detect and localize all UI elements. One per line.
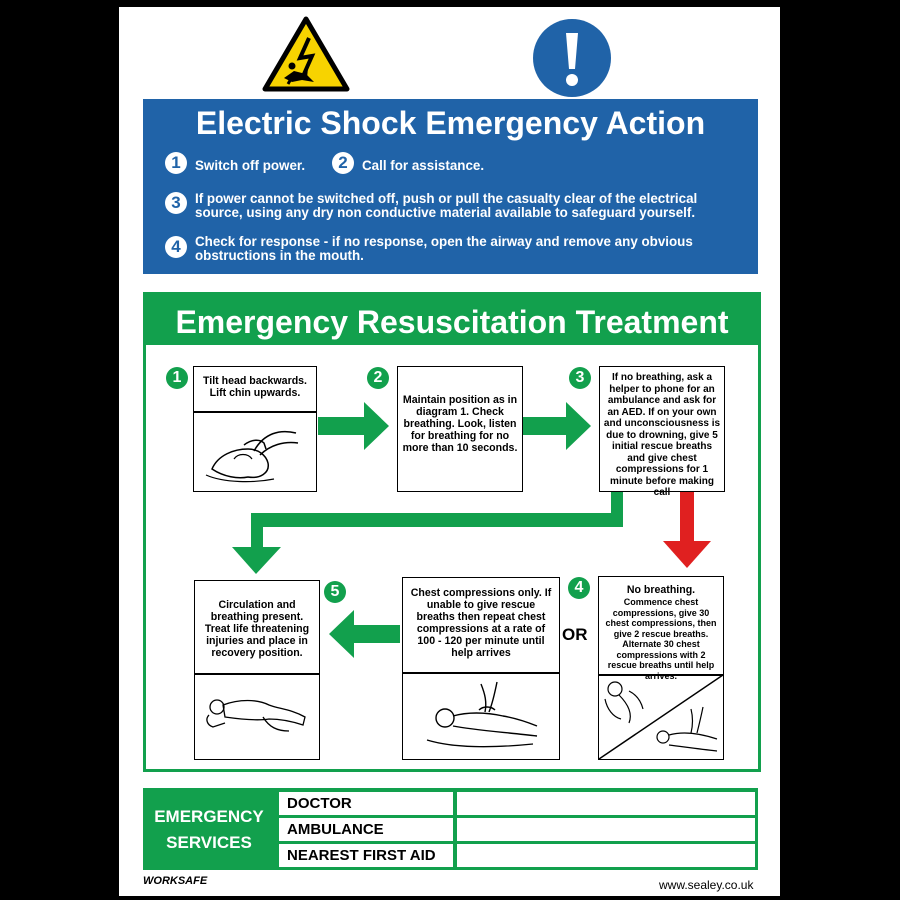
doctor-label: DOCTOR	[279, 792, 453, 815]
arrow-1-to-2-icon	[318, 402, 389, 450]
arrow-down-to-5-icon	[232, 547, 281, 574]
head-tilt-illustration-icon	[205, 430, 299, 483]
emergency-services-label: EMERGENCY SERVICES	[143, 804, 275, 856]
resus-step-4-number: 4	[568, 577, 590, 599]
compressions-only-text: Chest compressions only. If unable to gi…	[410, 587, 552, 659]
resus-step-5-number: 5	[324, 581, 346, 603]
resus-step-5-text: Circulation and breathing present. Treat…	[204, 599, 310, 659]
resus-step-2-box: Maintain position as in diagram 1. Check…	[397, 366, 523, 492]
resus-step-3-text: If no breathing, ask a helper to phone f…	[603, 372, 721, 498]
resus-step-4-box: No breathing. Commence chest compression…	[598, 576, 724, 760]
exclamation-mandatory-icon	[533, 19, 611, 97]
recovery-position-illustration-icon	[206, 699, 306, 732]
resus-step-1-text: Tilt head backwards. Lift chin upwards.	[202, 375, 307, 399]
resus-step-4-text: Commence chest compressions, give 30 che…	[605, 597, 717, 681]
electric-shock-title: Electric Shock Emergency Action	[195, 105, 706, 141]
resus-step-2-text: Maintain position as in diagram 1. Check…	[402, 394, 518, 454]
or-label: OR	[562, 625, 588, 644]
rescue-breaths-illustration-icon	[599, 675, 723, 759]
arrow-alt-to-5-icon	[329, 610, 400, 658]
electric-shock-panel: Electric Shock Emergency Action 1 Switch…	[143, 99, 758, 274]
resus-step-5-box: Circulation and breathing present. Treat…	[194, 580, 320, 760]
connector-3-to-5-icon	[251, 485, 623, 550]
compressions-only-box: Chest compressions only. If unable to gi…	[402, 577, 560, 760]
nearest-first-aid-label: NEAREST FIRST AID	[279, 844, 453, 867]
emergency-label-line-1: EMERGENCY	[154, 807, 264, 826]
website-url: www.sealey.co.uk	[659, 878, 754, 892]
ambulance-label: AMBULANCE	[279, 818, 453, 841]
resus-step-3-box: If no breathing, ask a helper to phone f…	[599, 366, 725, 498]
worksafe-logo: WORKSAFE	[143, 875, 208, 887]
emergency-services-panel: EMERGENCY SERVICES DOCTOR AMBULANCE NEAR…	[143, 788, 758, 870]
shock-step-4-text: Check for response - if no response, ope…	[195, 234, 693, 263]
doctor-field[interactable]	[457, 792, 755, 815]
resuscitation-panel: Emergency Resuscitation Treatment 1 Tilt…	[143, 292, 761, 772]
resus-step-2-number: 2	[367, 367, 389, 389]
shock-step-4-number: 4	[165, 236, 187, 258]
resus-step-1-box: Tilt head backwards. Lift chin upwards.	[193, 366, 317, 492]
arrow-2-to-3-icon	[521, 402, 591, 450]
resus-step-4-title: No breathing.	[626, 584, 696, 596]
shock-step-2-text: Call for assistance.	[362, 158, 485, 173]
resus-step-1-number: 1	[166, 367, 188, 389]
nearest-first-aid-field[interactable]	[457, 844, 755, 867]
chest-compression-illustration-icon	[426, 681, 538, 748]
resuscitation-title: Emergency Resuscitation Treatment	[146, 295, 758, 345]
resus-step-3-number: 3	[569, 367, 591, 389]
shock-step-1-number: 1	[165, 152, 187, 174]
flow-arrows	[232, 402, 711, 658]
shock-step-2-number: 2	[332, 152, 354, 174]
electric-shock-warning-icon	[262, 16, 350, 92]
red-arrow-down-icon	[663, 541, 711, 568]
ambulance-field[interactable]	[457, 818, 755, 841]
shock-step-3-text: If power cannot be switched off, push or…	[195, 191, 698, 220]
emergency-label-line-2: SERVICES	[166, 833, 252, 852]
shock-step-3-number: 3	[165, 192, 187, 214]
safety-sign: Electric Shock Emergency Action 1 Switch…	[119, 7, 780, 896]
shock-step-1-text: Switch off power.	[195, 158, 306, 173]
red-connector	[680, 485, 694, 543]
